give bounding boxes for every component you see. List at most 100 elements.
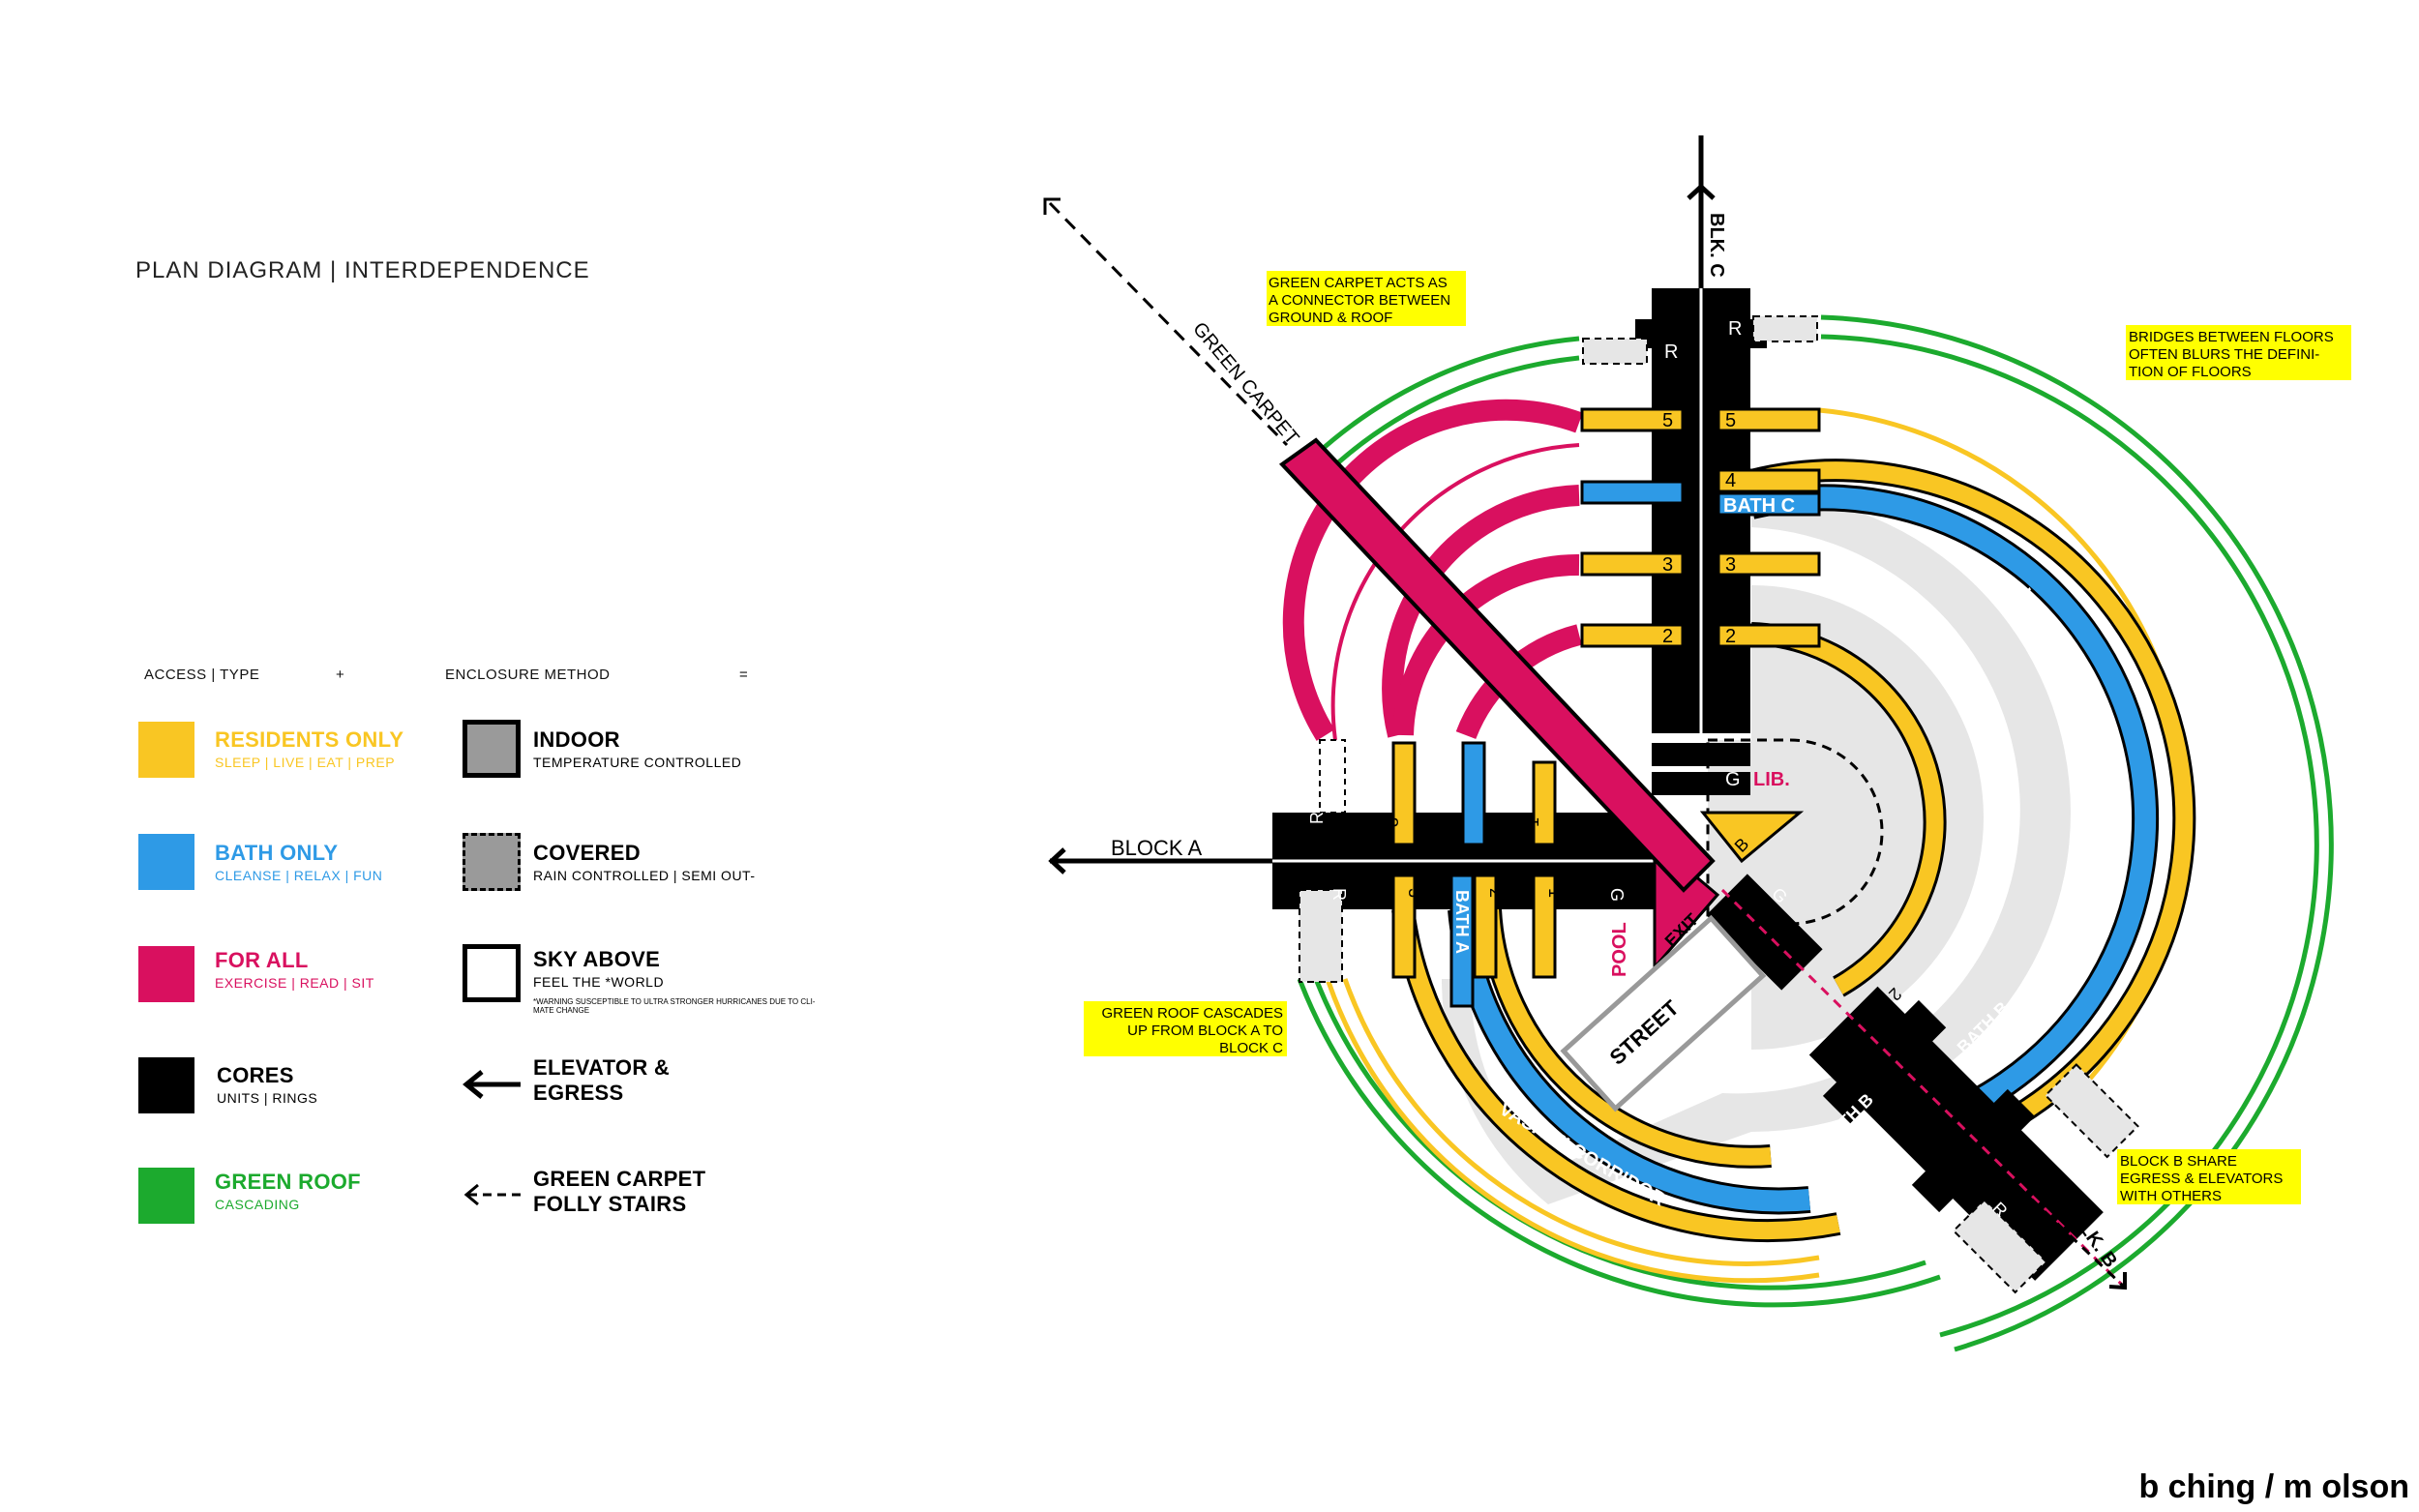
indoor-sub: TEMPERATURE CONTROLLED: [533, 755, 742, 770]
floor-5-e: 5: [1725, 410, 1736, 431]
legend-elevator: ELEVATOR & EGRESS: [533, 1055, 670, 1106]
legend-green-carpet: GREEN CARPET FOLLY STAIRS: [533, 1167, 705, 1217]
sky-above-sub: FEEL THE *WORLD: [533, 974, 665, 990]
green-roof-swatch: [138, 1168, 194, 1224]
label-lib: LIB.: [1753, 769, 1790, 790]
for-all-swatch: [138, 946, 194, 1002]
bath-label: BATH ONLY: [215, 841, 339, 865]
vasarii-corridor-south: [1450, 908, 1811, 1212]
library-covered: [1706, 738, 1884, 926]
legend-equals: =: [739, 667, 749, 683]
elevator-arrow-b: [2030, 1198, 2126, 1289]
sky-above-swatch: [463, 944, 521, 1002]
legend-plus: +: [336, 667, 345, 683]
floor-g-a: G: [1607, 888, 1627, 902]
floor-3-a-n: 3: [1383, 817, 1402, 827]
legend-residents: RESIDENTS ONLY SLEEP | LIVE | EAT | PREP: [215, 727, 403, 770]
svg-text:BLOCK B SHARE: BLOCK B SHARE: [2120, 1153, 2237, 1170]
green-carpet-arrow-icon: [463, 1183, 521, 1206]
floor-3-a-s: 3: [1405, 888, 1424, 898]
svg-text:GROUND & ROOF: GROUND & ROOF: [1269, 310, 1392, 326]
svg-text:BLOCK C: BLOCK C: [1219, 1040, 1283, 1056]
svg-text:GREEN CARPET ACTS AS: GREEN CARPET ACTS AS: [1269, 275, 1448, 291]
svg-text:A CONNECTOR BETWEEN: A CONNECTOR BETWEEN: [1269, 292, 1450, 309]
residents-sub: SLEEP | LIVE | EAT | PREP: [215, 755, 396, 770]
bath-swatch: [138, 834, 194, 890]
floor-2-w: 2: [1662, 626, 1673, 647]
green-carpet-label-2: FOLLY STAIRS: [533, 1192, 687, 1216]
covered-label: COVERED: [533, 841, 641, 865]
green-roof-arcs: [1297, 314, 2334, 1352]
callout-green-roof: GREEN ROOF CASCADES UP FROM BLOCK A TO B…: [1084, 1001, 1287, 1056]
street: [1560, 914, 1767, 1112]
green-carpet-line: [1048, 201, 1289, 447]
legend-access-header: ACCESS | TYPE: [144, 667, 260, 683]
elevator-label-1: ELEVATOR &: [533, 1055, 671, 1080]
legend-bath: BATH ONLY CLEANSE | RELAX | FUN: [215, 841, 382, 883]
legend-enclosure-header: ENCLOSURE METHOD: [445, 667, 611, 683]
core-c-floors: [1580, 407, 1821, 795]
svg-text:BRIDGES BETWEEN FLOORS: BRIDGES BETWEEN FLOORS: [2129, 329, 2334, 345]
floor-3-w: 3: [1662, 554, 1673, 576]
credit: b ching / m olson: [2138, 1468, 2409, 1505]
floor-r-c-e: R: [1728, 318, 1742, 340]
floor-1-a-n: 1: [1523, 817, 1542, 827]
elevator-arrow-icon: [463, 1070, 521, 1099]
cores-label: CORES: [217, 1063, 294, 1087]
svg-text:UP FROM BLOCK A TO: UP FROM BLOCK A TO: [1127, 1023, 1283, 1039]
floor-5-w: 5: [1662, 410, 1673, 431]
cores-swatch: [138, 1057, 194, 1113]
floor-1-a-s: 1: [1545, 888, 1565, 898]
indoor-swatch: [463, 720, 521, 778]
indoor-label: INDOOR: [533, 727, 620, 752]
page-title: PLAN DIAGRAM | INTERDEPENDENCE: [135, 257, 590, 283]
elevator-label-2: EGRESS: [533, 1081, 624, 1105]
green-roof-sub: CASCADING: [215, 1197, 300, 1212]
yellow-corridor-rings-south: [1394, 907, 1840, 1240]
floor-r-a-n: R: [1307, 812, 1327, 824]
covered-swatch: [463, 833, 521, 891]
for-all-sub: EXERCISE | READ | SIT: [215, 975, 374, 991]
dir-block-c: BLK. C: [1706, 213, 1727, 278]
cores-sub: UNITS | RINGS: [217, 1090, 318, 1106]
dir-green-carpet: GREEN CARPET: [1188, 318, 1302, 449]
legend-green-roof: GREEN ROOF CASCADING: [215, 1170, 361, 1212]
floor-r-a-s: R: [1329, 888, 1349, 901]
legend-cores: CORES UNITS | RINGS: [217, 1063, 317, 1106]
core-b: [1808, 986, 2104, 1281]
legend-for-all: FOR ALL EXERCISE | READ | SIT: [215, 948, 374, 991]
covered-sub: RAIN CONTROLLED | SEMI OUT-: [533, 868, 756, 883]
bath-sub: CLEANSE | RELAX | FUN: [215, 868, 383, 883]
green-carpet-label-1: GREEN CARPET: [533, 1167, 706, 1191]
legend-covered: COVERED RAIN CONTROLLED | SEMI OUT-: [533, 841, 756, 883]
svg-text:GREEN ROOF CASCADES: GREEN ROOF CASCADES: [1101, 1005, 1283, 1022]
core-a-floors: [1391, 741, 1557, 1008]
svg-text:EGRESS & ELEVATORS: EGRESS & ELEVATORS: [2120, 1171, 2283, 1187]
svg-text:WITH OTHERS: WITH OTHERS: [2120, 1188, 2222, 1204]
floor-g-c: G: [1725, 769, 1741, 790]
floor-4-e: 4: [1725, 470, 1736, 491]
label-pool: POOL: [1609, 922, 1630, 977]
dir-block-a: BLOCK A: [1111, 836, 1202, 860]
callout-block-b: BLOCK B SHARE EGRESS & ELEVATORS WITH OT…: [2117, 1149, 2301, 1204]
floor-3-e: 3: [1725, 554, 1736, 576]
legend-indoor: INDOOR TEMPERATURE CONTROLLED: [533, 727, 741, 770]
label-bath-c: BATH C: [1723, 495, 1795, 517]
residents-label: RESIDENTS ONLY: [215, 727, 404, 752]
floor-2-e: 2: [1725, 626, 1736, 647]
svg-text:OFTEN BLURS THE DEFINI-: OFTEN BLURS THE DEFINI-: [2129, 346, 2319, 363]
floor-2-a-s: 2: [1486, 888, 1506, 898]
sky-above-label: SKY ABOVE: [533, 947, 661, 971]
residents-swatch: [138, 722, 194, 778]
callout-bridges: BRIDGES BETWEEN FLOORS OFTEN BLURS THE D…: [2126, 325, 2351, 380]
floor-r-c-w: R: [1664, 341, 1678, 363]
green-carpet-stair: [1278, 437, 1716, 893]
sky-above-note: *WARNING SUSCEPTIBLE TO ULTRA STRONGER H…: [533, 997, 816, 1015]
vasarii-corridor-east: [1748, 487, 2156, 1142]
svg-text:TION OF FLOORS: TION OF FLOORS: [2129, 364, 2252, 380]
legend-sky-above: SKY ABOVE FEEL THE *WORLD *WARNING SUSCE…: [533, 947, 833, 1015]
label-bath-a: BATH A: [1452, 890, 1472, 954]
callout-green-carpet: GREEN CARPET ACTS AS A CONNECTOR BETWEEN…: [1267, 271, 1466, 326]
for-all-label: FOR ALL: [215, 948, 309, 972]
green-roof-label: GREEN ROOF: [215, 1170, 361, 1194]
